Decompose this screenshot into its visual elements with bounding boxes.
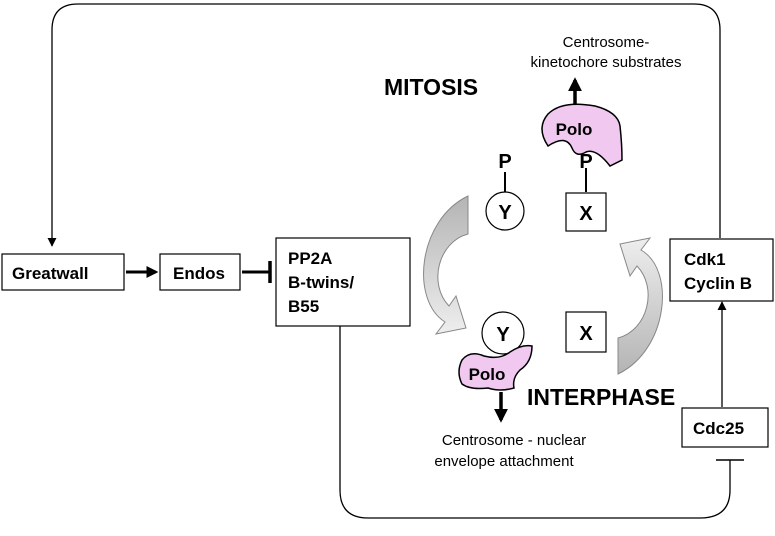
top-output-line2: kinetochore substrates (531, 54, 682, 71)
pp2a-label-line3: B55 (288, 297, 319, 316)
cdk1-cyclin-b-box: Cdk1 Cyclin B (669, 238, 774, 302)
greatwall-label: Greatwall (12, 264, 89, 283)
y-bottom-label: Y (496, 324, 510, 346)
interphase-label: INTERPHASE (527, 384, 675, 410)
cdk1-to-greatwall-feedback-line (47, 3, 721, 247)
polo-bottom-shape: Polo (458, 344, 533, 391)
greatwall-box: Greatwall (1, 253, 125, 291)
pp2a-label-line2: B-twins/ (288, 273, 354, 292)
endos-label: Endos (173, 264, 225, 283)
cdk1-label: Cdk1 (684, 250, 726, 269)
top-output-line1: Centrosome- (563, 34, 650, 51)
pp2a-inhibits-cdc25-line (339, 326, 731, 519)
bottom-output-line2: envelope attachment (434, 453, 574, 470)
x-top-label: X (579, 203, 593, 225)
phospho-x-label: P (579, 151, 592, 173)
polo-top-shape: Polo (541, 103, 623, 167)
polo-bottom-label: Polo (469, 365, 506, 384)
phospho-y-label: P (498, 151, 511, 173)
x-top-box: X (565, 192, 607, 232)
x-bottom-label: X (579, 323, 593, 345)
y-bottom-circle: Y (481, 311, 525, 355)
cdc25-box: Cdc25 (681, 407, 769, 448)
endos-box: Endos (159, 253, 241, 291)
y-top-circle: Y (485, 191, 525, 231)
interphase-to-mitosis-curved-arrow (617, 237, 663, 375)
cdc25-label: Cdc25 (693, 419, 744, 438)
mitosis-label: MITOSIS (384, 74, 478, 100)
y-top-label: Y (498, 202, 512, 224)
cyclin-b-label: Cyclin B (684, 274, 752, 293)
pp2a-box: PP2A B-twins/ B55 (275, 237, 411, 327)
polo-top-label: Polo (556, 120, 593, 139)
mitosis-to-interphase-curved-arrow (423, 195, 469, 335)
x-bottom-box: X (565, 311, 607, 353)
bottom-output-line1: Centrosome - nuclear (442, 432, 586, 449)
pp2a-label-line1: PP2A (288, 249, 332, 268)
